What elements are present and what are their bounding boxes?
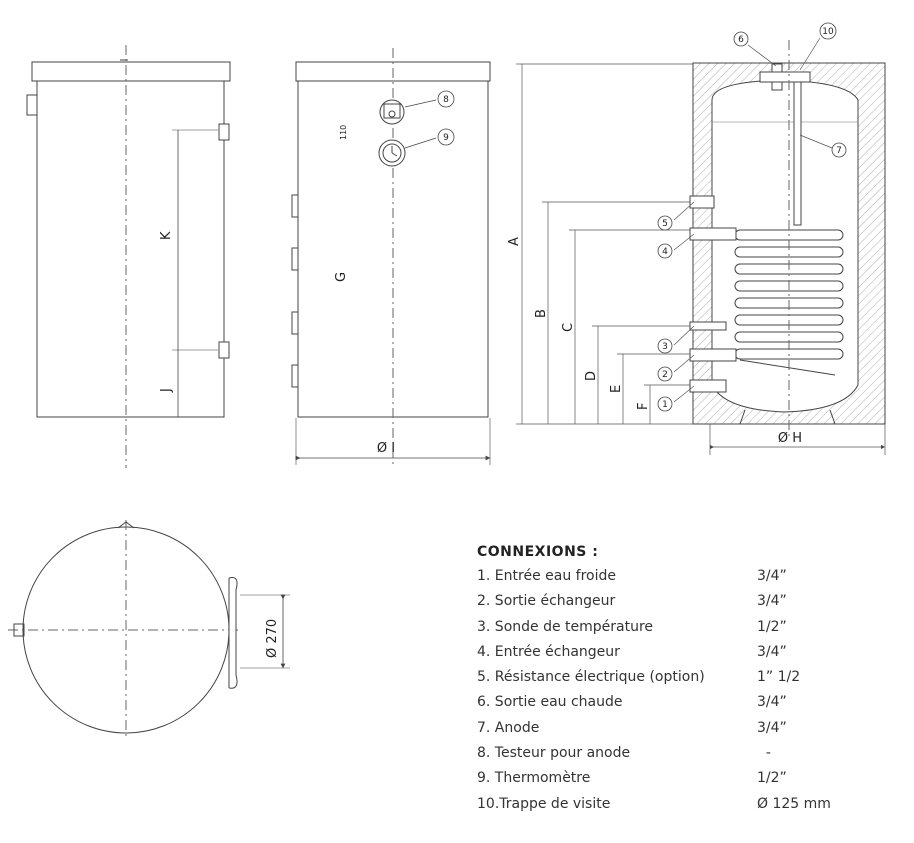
legend-label: 10.Trappe de visite xyxy=(477,795,611,812)
legend-row-5: 5. Résistance électrique (option) 1” 1/2 xyxy=(477,665,897,690)
legend-row-1: 1. Entrée eau froide 3/4” xyxy=(477,564,897,589)
legend-value: 1/2” xyxy=(757,618,787,635)
dim-e-label: E xyxy=(609,385,624,393)
dim-diam-i-label: Ø I xyxy=(377,441,395,456)
svg-text:5: 5 xyxy=(662,219,668,229)
dim-diam-270-label: Ø 270 xyxy=(265,619,280,658)
front-view xyxy=(291,48,491,468)
svg-text:1: 1 xyxy=(662,400,668,410)
legend-label: 7. Anode xyxy=(477,719,540,736)
legend-title: CONNEXIONS : xyxy=(477,544,599,560)
callout-6: 6 xyxy=(733,31,749,47)
legend-label: 5. Résistance électrique (option) xyxy=(477,669,705,686)
legend-value: 1” 1/2 xyxy=(757,669,801,686)
callout-5: 5 xyxy=(657,215,673,231)
legend-row-3: 3. Sonde de température 1/2” xyxy=(477,615,897,640)
dim-a-label: A xyxy=(507,237,522,246)
section-view xyxy=(516,37,886,455)
legend-row-10: 10.Trappe de visite Ø 125 mm xyxy=(477,792,897,817)
legend-row-7: 7. Anode 3/4” xyxy=(477,716,897,741)
callout-10: 10 xyxy=(819,22,837,40)
legend-value: - xyxy=(757,745,771,762)
dim-b-label: B xyxy=(534,309,549,318)
callout-4: 4 xyxy=(657,243,673,259)
callout-2: 2 xyxy=(657,366,673,382)
dim-k-label: K xyxy=(159,231,174,240)
legend-row-6: 6. Sortie eau chaude 3/4” xyxy=(477,690,897,715)
dim-d-label: D xyxy=(584,371,599,381)
legend-value: 3/4” xyxy=(757,643,787,660)
dim-c-label: C xyxy=(561,323,576,332)
svg-text:3: 3 xyxy=(662,342,668,352)
legend-value: Ø 125 mm xyxy=(757,795,831,812)
legend-value: 3/4” xyxy=(757,568,787,584)
callout-8: 8 xyxy=(437,90,455,108)
dim-diam-h-label: Ø H xyxy=(778,431,802,446)
callout-9: 9 xyxy=(437,128,455,146)
callout-7: 7 xyxy=(831,142,847,158)
legend-label: 2. Sortie échangeur xyxy=(477,593,616,610)
svg-text:10: 10 xyxy=(822,27,834,37)
legend-value: 3/4” xyxy=(757,593,787,610)
dim-g-label: G xyxy=(334,272,349,282)
legend-row-4: 4. Entrée échangeur 3/4” xyxy=(477,640,897,665)
callout-1: 1 xyxy=(657,396,673,412)
legend-label: 4. Entrée échangeur xyxy=(477,643,620,660)
legend-value: 3/4” xyxy=(757,694,787,711)
legend-label: 6. Sortie eau chaude xyxy=(477,694,623,711)
side-view xyxy=(26,45,231,468)
callout-3: 3 xyxy=(657,338,673,354)
legend-label: 3. Sonde de température xyxy=(477,618,654,635)
svg-text:6: 6 xyxy=(738,35,744,45)
legend-row-8: 8. Testeur pour anode - xyxy=(477,741,897,766)
svg-text:7: 7 xyxy=(836,146,842,156)
svg-text:2: 2 xyxy=(662,370,668,380)
connections-legend: CONNEXIONS : 1. Entrée eau froide 3/4” 2… xyxy=(477,540,897,817)
legend-value: 1/2” xyxy=(757,770,787,787)
svg-text:9: 9 xyxy=(443,133,449,143)
top-view xyxy=(8,520,290,740)
legend-row-9: 9. Thermomètre 1/2” xyxy=(477,766,897,791)
dim-j-label: J xyxy=(159,388,174,393)
dim-f-label: F xyxy=(636,403,651,410)
legend-label: 8. Testeur pour anode xyxy=(477,745,631,762)
svg-text:8: 8 xyxy=(443,95,449,105)
legend-label: 9. Thermomètre xyxy=(477,770,591,787)
svg-text:4: 4 xyxy=(662,247,668,257)
dim-110-label: 110 xyxy=(339,125,348,140)
legend-label: 1. Entrée eau froide xyxy=(477,568,616,584)
legend-row-2: 2. Sortie échangeur 3/4” xyxy=(477,589,897,614)
legend-value: 3/4” xyxy=(757,719,787,736)
